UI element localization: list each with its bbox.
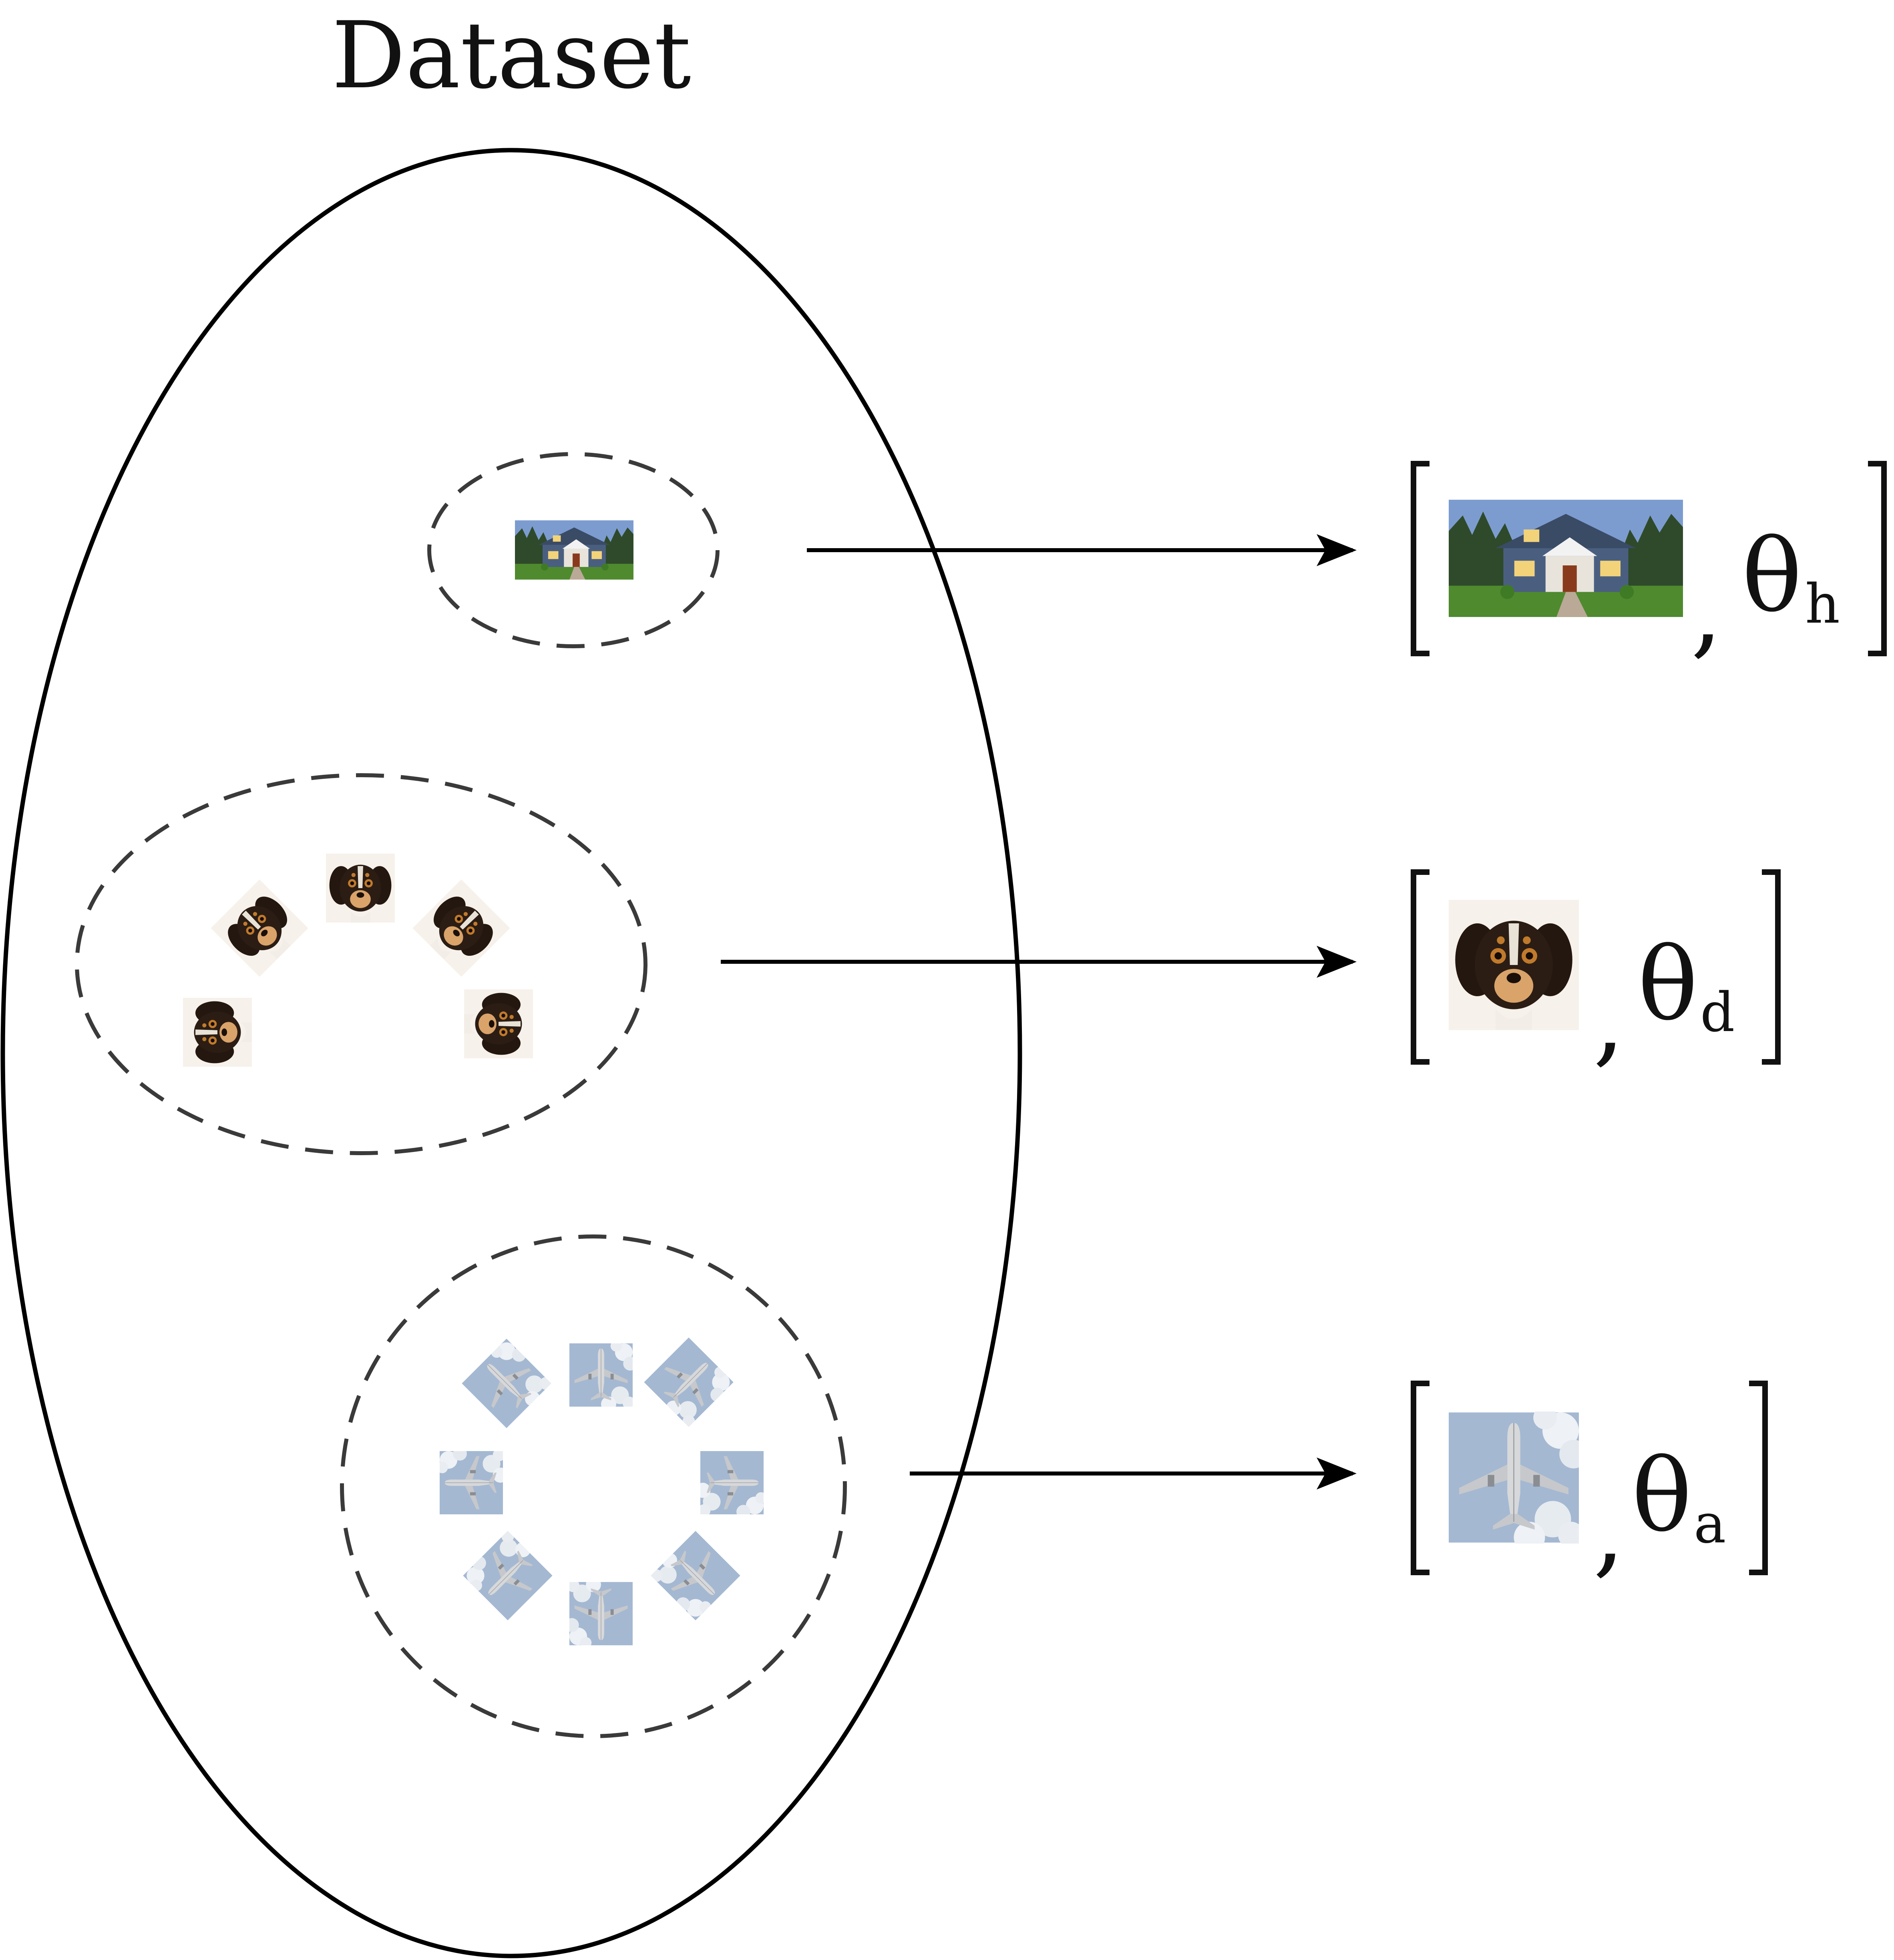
left-bracket xyxy=(1411,869,1430,1065)
left-bracket xyxy=(1411,461,1430,656)
right-bracket xyxy=(1749,1381,1768,1575)
theta-symbol: θ xyxy=(1638,926,1698,1043)
comma: , xyxy=(1593,961,1625,1077)
house-sample-image xyxy=(515,520,633,580)
left-bracket xyxy=(1411,1381,1430,1575)
right-bracket xyxy=(1868,461,1887,656)
comma: , xyxy=(1691,553,1722,669)
house-prototype-image xyxy=(1449,500,1683,617)
theta-subscript: a xyxy=(1694,1492,1726,1555)
airplane-prototype-image xyxy=(1449,1411,1579,1544)
dog-prototype-image xyxy=(1449,900,1579,1030)
theta-symbol: θ xyxy=(1742,518,1802,634)
theta-symbol: θ xyxy=(1632,1437,1692,1554)
theta-subscript: d xyxy=(1700,981,1735,1044)
dog-sample-images xyxy=(183,854,533,1067)
right-bracket xyxy=(1762,869,1781,1065)
house-output: , θ h xyxy=(1411,461,1887,669)
comma: , xyxy=(1593,1472,1625,1588)
dataset-title: Dataset xyxy=(332,2,691,109)
dog-cluster xyxy=(75,773,647,1155)
airplane-sample-images xyxy=(440,1337,764,1645)
dataset-boundary xyxy=(0,148,1022,1958)
airplane-cluster xyxy=(340,1234,847,1738)
theta-subscript: h xyxy=(1805,573,1840,635)
dog-output: , θ d xyxy=(1411,869,1781,1077)
house-cluster xyxy=(427,452,720,648)
airplane-output: , θ a xyxy=(1411,1381,1768,1588)
